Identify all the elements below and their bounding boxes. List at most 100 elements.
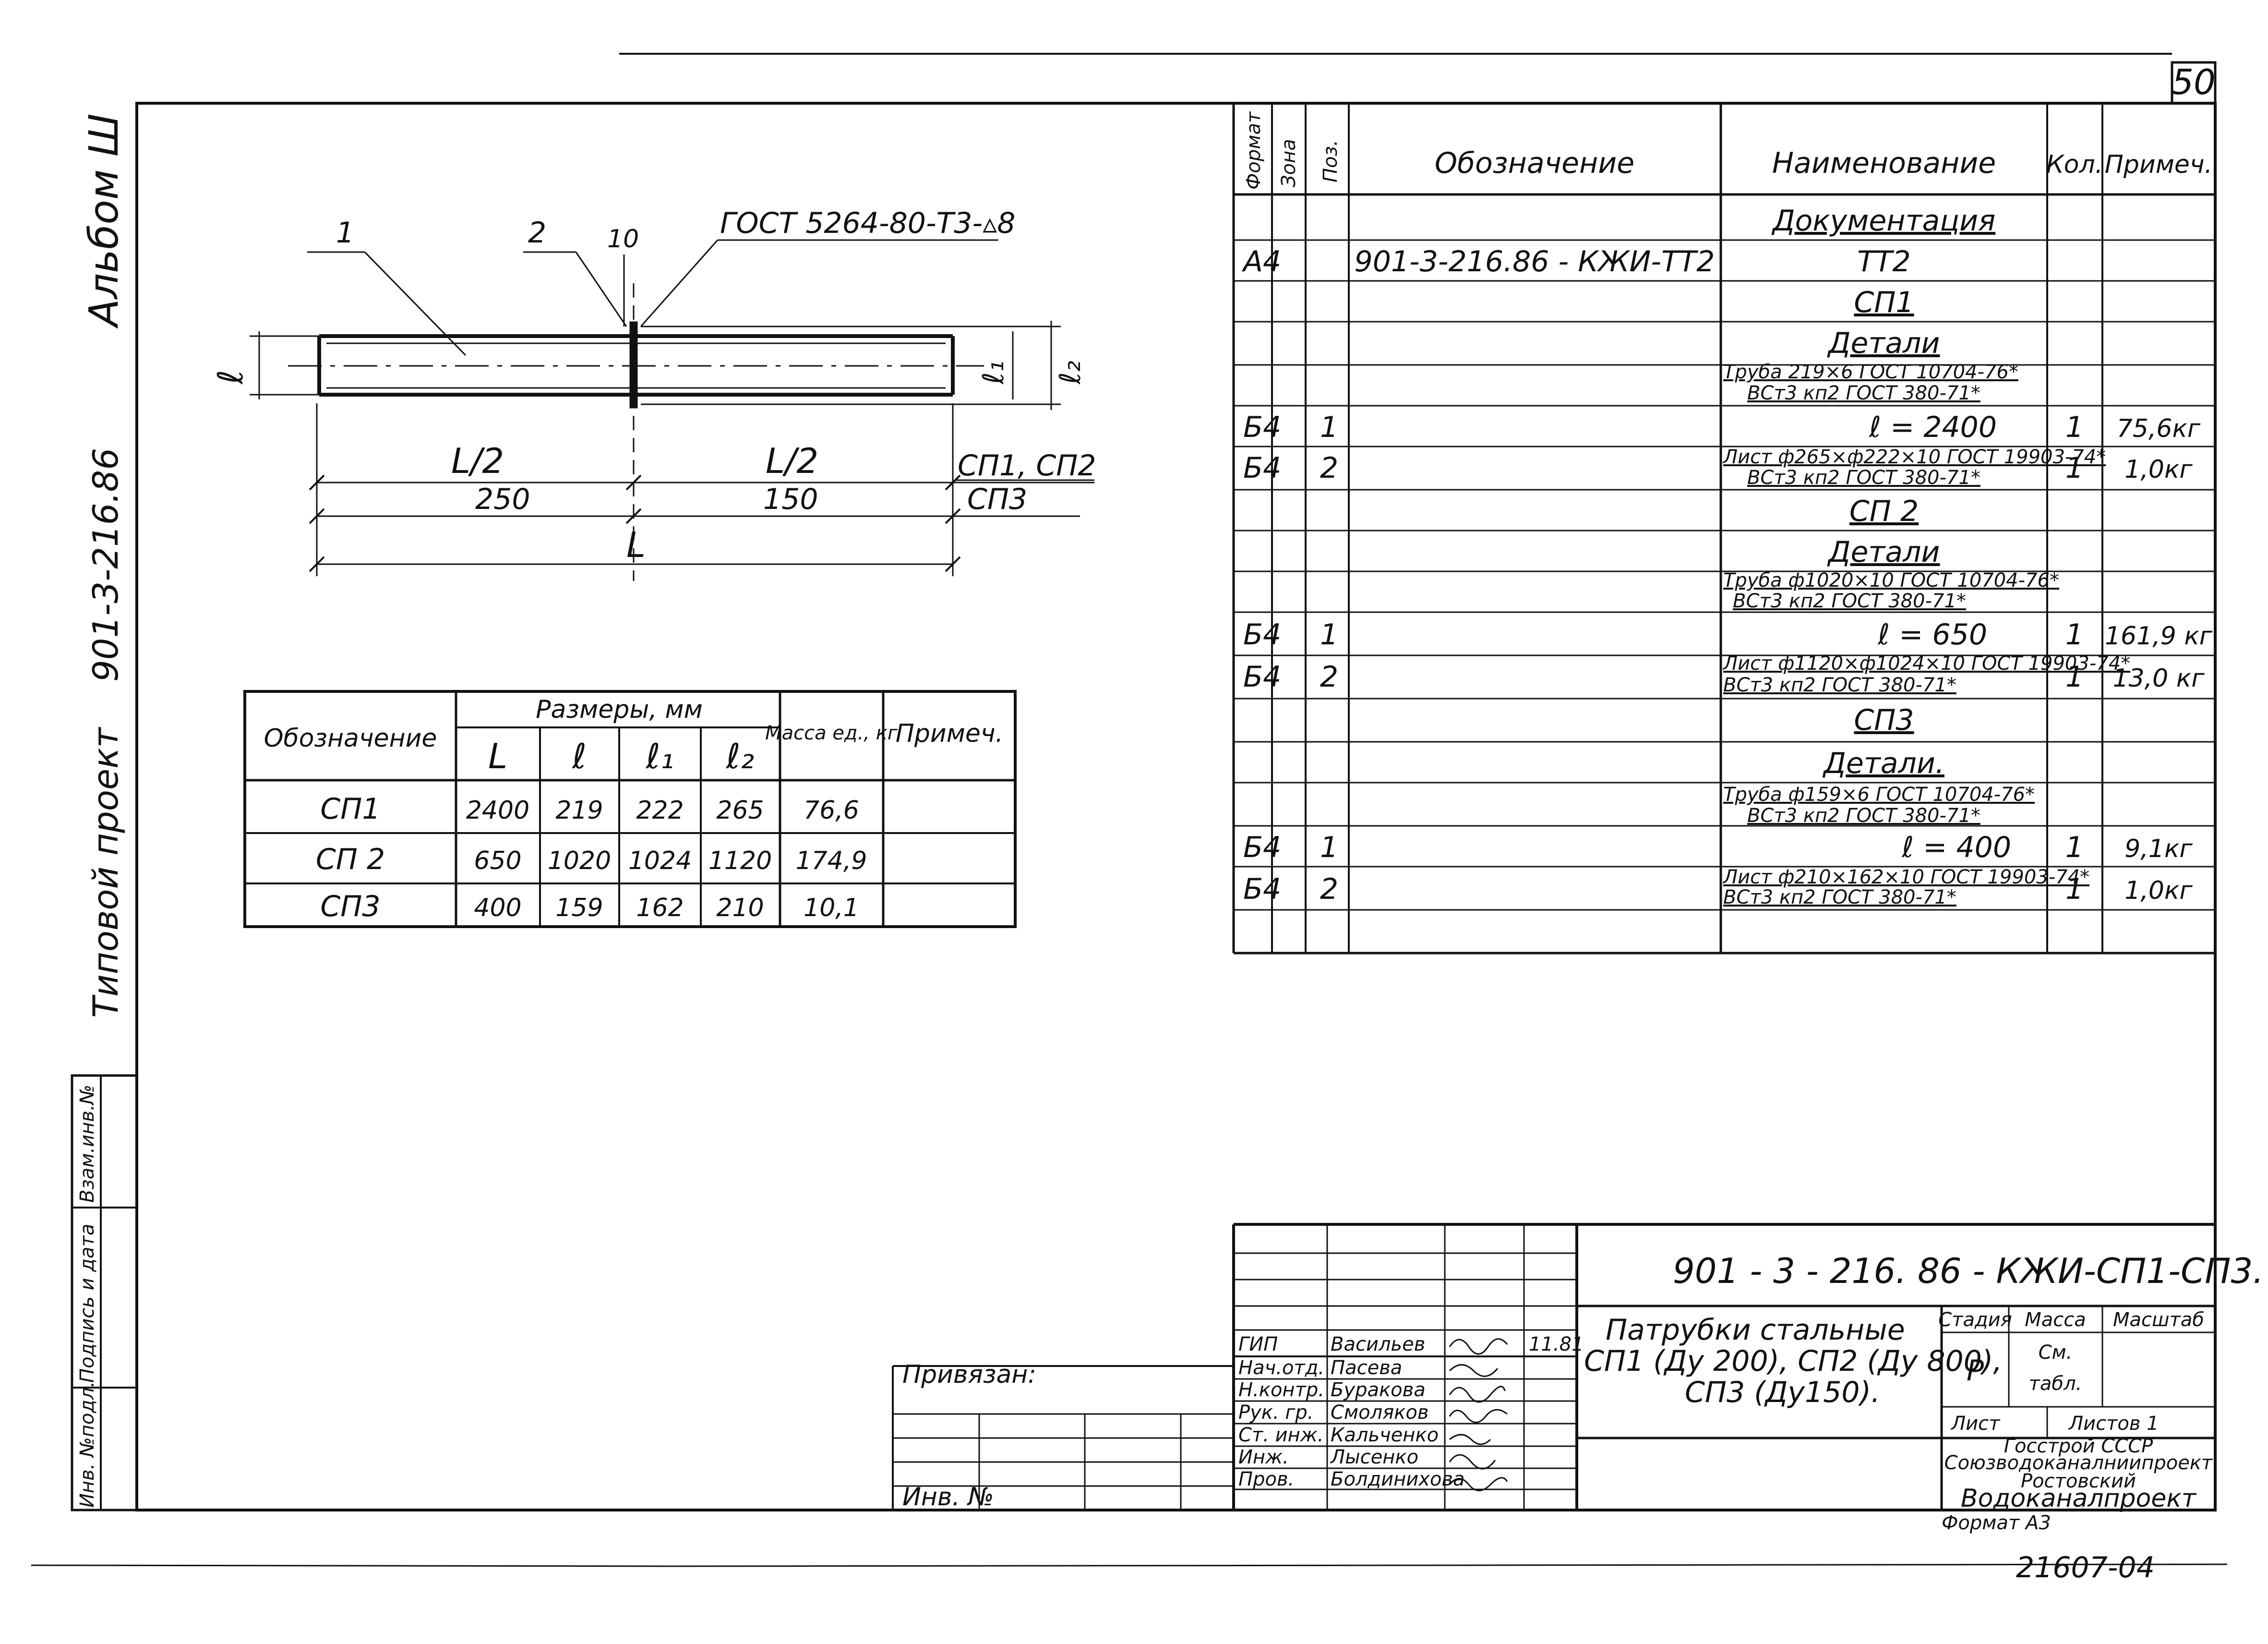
- row-mass: 174,9: [796, 846, 867, 875]
- spec-sp1-r2-pos: 2: [1320, 451, 1338, 485]
- sheet-frame: [31, 53, 2228, 1567]
- spec-section-sp3: СП3: [1854, 703, 1914, 737]
- leader-10-label: 10: [607, 225, 639, 254]
- spec-doc-format: А4: [1241, 245, 1281, 278]
- spec-details-3: Детали.: [1822, 747, 1944, 780]
- row-name: СП3: [320, 890, 380, 923]
- sign-date: 11.81: [1529, 1333, 1584, 1355]
- side-project-type: Типовой проект: [85, 726, 126, 1018]
- row-l: 219: [555, 796, 603, 825]
- spec-sp1-pipe-b: ВСт3 кп2 ГОСТ 380-71*: [1747, 382, 1980, 404]
- spec-section-sp2: СП 2: [1849, 495, 1919, 528]
- spec-table: [1232, 103, 2215, 955]
- row-l2: 1120: [708, 846, 772, 875]
- stage-value: Р: [1967, 1354, 1984, 1388]
- sheet-label: Лист: [1950, 1413, 2001, 1435]
- mass-header: Масса: [2025, 1309, 2086, 1331]
- role-0: ГИП: [1238, 1333, 1278, 1355]
- row-l1: 1024: [628, 846, 692, 875]
- spec-head-zone: Зона: [1278, 139, 1300, 187]
- spec-sp3-r1-format: Б4: [1243, 831, 1281, 864]
- value-left-label: 250: [475, 483, 530, 516]
- dim-l2-label: ℓ₂: [1054, 361, 1087, 385]
- spec-section-sp1: СП1: [1854, 286, 1914, 319]
- spec-head-name: Наименование: [1772, 146, 1996, 180]
- spec-sp2-r2-qty: 1: [2065, 660, 2084, 694]
- role-3: Рук. гр.: [1238, 1402, 1314, 1424]
- row-l2: 265: [716, 796, 764, 825]
- sizes-col-l: ℓ: [571, 736, 587, 776]
- weld-note: ГОСТ 5264-80-Т3-▵8: [720, 206, 1015, 240]
- spec-sp3-pipe-a: Труба ф159×6 ГОСТ 10704-76*: [1723, 784, 2035, 806]
- spec-sp3-r1-pos: 1: [1320, 831, 1338, 864]
- bound-block: [892, 1365, 1234, 1510]
- spec-sp3-r1-qty: 1: [2065, 831, 2084, 864]
- half-left-label: L/2: [451, 441, 504, 481]
- row-l: 1020: [548, 846, 611, 875]
- pipe-drawing: [250, 239, 1094, 581]
- leader-1-label: 1: [336, 216, 354, 250]
- spec-sp3-r2-pos: 2: [1320, 872, 1338, 906]
- row-l: 159: [555, 894, 603, 922]
- spec-sp2-sheet-b: ВСт3 кп2 ГОСТ 380-71*: [1723, 674, 1956, 696]
- spec-sp2-r1-format: Б4: [1243, 618, 1281, 652]
- name-6: Болдинихова: [1331, 1468, 1465, 1490]
- spec-sp3-sheet-b: ВСт3 кп2 ГОСТ 380-71*: [1723, 886, 1956, 908]
- row-mass: 76,6: [804, 796, 859, 825]
- spec-details-2: Детали: [1827, 535, 1940, 569]
- spec-sp1-r1-qty: 1: [2065, 411, 2084, 444]
- spec-sp1-r1-pos: 1: [1320, 411, 1338, 444]
- spec-sp2-r2-pos: 2: [1320, 660, 1338, 694]
- total-length-label: L: [626, 525, 646, 565]
- spec-head-qty: Кол.: [2046, 150, 2103, 179]
- album-label: Альбом Ш: [80, 113, 127, 329]
- doc-code: 901 - 3 - 216. 86 - КЖИ-СП1-СП3.: [1673, 1251, 2264, 1291]
- scale-header: Масштаб: [2113, 1309, 2204, 1331]
- side-project-code: 901-3-216.86: [85, 448, 126, 682]
- spec-table-text: Формат Зона Поз. Обозначение Наименовани…: [1241, 111, 2213, 908]
- spec-sp1-r2-format: Б4: [1243, 451, 1281, 485]
- table-row: СП1 2400 219 222 265 76,6: [320, 792, 859, 826]
- spec-sp2-r1-pos: 1: [1320, 618, 1338, 652]
- row-l1: 162: [636, 894, 684, 922]
- spec-sp2-r2-format: Б4: [1243, 660, 1281, 694]
- dim-l-label: ℓ: [210, 370, 251, 385]
- sizes-table-text: Обозначение Размеры, мм Масса ед., кг Пр…: [264, 695, 1004, 923]
- org-line1: Госстрой СССР: [2004, 1435, 2153, 1457]
- signatures: [1449, 1338, 1508, 1491]
- row-name: СП1: [320, 792, 380, 826]
- role-1: Нач.отд.: [1238, 1357, 1324, 1379]
- dim-l1-label: ℓ₁: [977, 361, 1010, 385]
- half-right-label: L/2: [766, 441, 818, 481]
- spec-doc-name: ТТ2: [1857, 245, 1910, 278]
- table-row: СП3 400 159 162 210 10,1: [320, 890, 859, 923]
- name-4: Кальченко: [1331, 1424, 1439, 1446]
- spec-sp2-pipe-b: ВСт3 кп2 ГОСТ 380-71*: [1733, 590, 1966, 612]
- spec-doc-designation: 901-3-216.86 - КЖИ-ТТ2: [1355, 245, 1715, 278]
- spec-sp1-r1-name: ℓ = 2400: [1869, 411, 1997, 444]
- sizes-head-mass: Масса ед., кг: [765, 722, 898, 744]
- doc-title-line3: СП3 (Ду150).: [1685, 1376, 1880, 1409]
- spec-sp3-sheet-a: Лист ф210×162×10 ГОСТ 19903-74*: [1722, 866, 2089, 888]
- role-4: Ст. инж.: [1238, 1424, 1324, 1446]
- spec-sp1-pipe-a: Труба 219×6 ГОСТ 10704-76*: [1723, 361, 2018, 383]
- row-L: 650: [474, 846, 521, 875]
- row-mass: 10,1: [804, 894, 859, 922]
- spec-sp2-sheet-a: Лист ф1120×ф1024×10 ГОСТ 19903-74*: [1722, 653, 2130, 675]
- spec-sp2-r2-note: 13,0 кг: [2112, 664, 2205, 693]
- role-5: Инж.: [1238, 1446, 1289, 1468]
- tag-sp12: СП1, СП2: [958, 449, 1096, 483]
- spec-head-note: Примеч.: [2105, 150, 2212, 179]
- name-2: Буракова: [1331, 1379, 1426, 1401]
- bound-label: Привязан:: [902, 1360, 1036, 1389]
- row-L: 400: [474, 894, 521, 922]
- value-right-label: 150: [763, 483, 818, 516]
- pipe-drawing-labels: 1 2 10 ГОСТ 5264-80-Т3-▵8 ℓ ℓ₁ ℓ₂ L/2 L/…: [210, 206, 1096, 565]
- spec-sp1-sheet-a: Лист ф265×ф222×10 ГОСТ 19903-74*: [1722, 446, 2106, 468]
- side-labels: Альбом Ш 901-3-216.86 Типовой проект: [80, 113, 127, 1018]
- sheets-label: Листов 1: [2068, 1413, 2159, 1435]
- role-6: Пров.: [1238, 1468, 1294, 1490]
- spec-sp3-r2-note: 1,0кг: [2124, 876, 2193, 905]
- sizes-head-sizes: Размеры, мм: [536, 695, 703, 724]
- name-1: Пасева: [1331, 1357, 1402, 1379]
